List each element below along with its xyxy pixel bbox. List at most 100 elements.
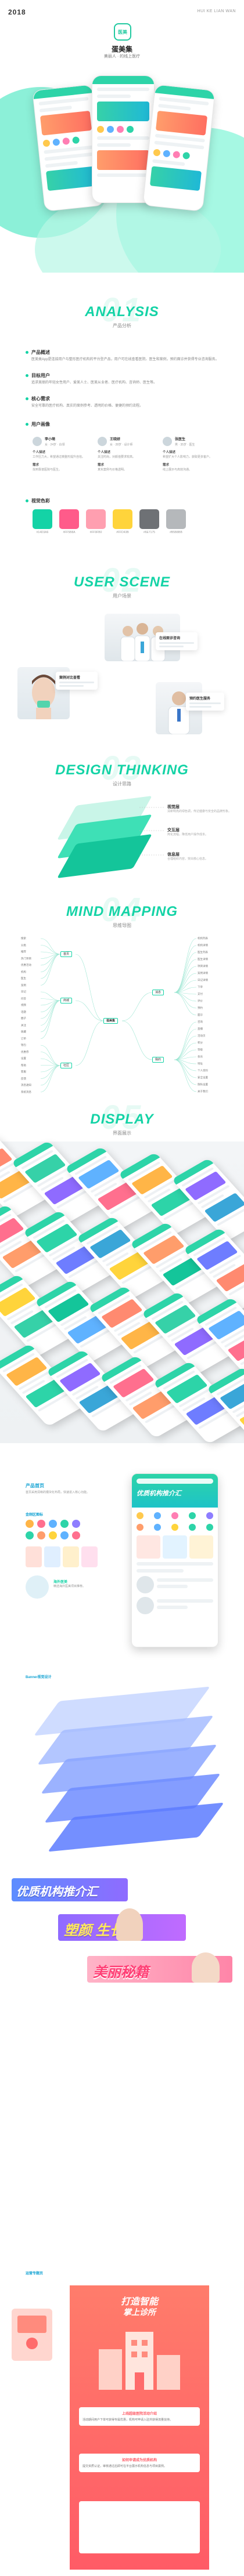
promo-text: 优质机构推介汇 [16, 1886, 98, 1899]
phone-mockup [142, 84, 216, 212]
section-title: USER SCENE [73, 574, 171, 590]
mind-map-leaf: 日记详情 [198, 979, 208, 981]
layer-label: 视觉层 [167, 805, 180, 809]
panel-desc: 精选海外医美项目推荐。 [53, 1585, 86, 1588]
mind-map-leaf: 热门项目 [21, 957, 31, 960]
mind-map-leaf: 医生列表 [198, 951, 208, 954]
feature-tile [26, 1546, 42, 1567]
mind-map-lines [40, 938, 197, 1092]
mind-map-leaf: 下单 [198, 986, 203, 988]
section-subtitle: 产品分析 [113, 323, 131, 328]
mind-map-branch: 我的 [152, 1057, 164, 1063]
persona-text: 关注时尚，对颜值要求较高。 [98, 455, 136, 459]
mind-map-leaf: 个人资料 [198, 1069, 208, 1072]
category-icon[interactable] [26, 1531, 34, 1539]
doctor-photo [156, 682, 202, 734]
mind-map-leaf: 消息通知 [21, 1084, 31, 1086]
app-logo-icon: 医美 [114, 23, 131, 41]
analysis-text: 安全可靠的医疗机构、真实的案例参考、透明的价格、便捷的预约流程。 [31, 404, 143, 408]
section-number: 01 [101, 291, 143, 329]
layer-label: 交互层 [167, 828, 180, 832]
category-icon[interactable] [72, 1531, 80, 1539]
category-icon[interactable] [37, 1531, 45, 1539]
mind-map-leaf: 案例 [21, 983, 26, 987]
mind-map: 蛋美集 首页 商城 社区 消息 我的 搜索分类推荐热门项目优惠活动机构医生案例日… [0, 934, 244, 1108]
promo-banner: 优质机构推介汇 [0, 1878, 244, 1901]
color-swatch: #FFD43B [113, 509, 132, 534]
category-icon[interactable] [37, 1520, 45, 1528]
mind-map-branch: 商城 [60, 998, 73, 1003]
mind-map-leaf: 隐私设置 [198, 1083, 208, 1086]
mind-map-leaf: 评价 [198, 999, 203, 1002]
mind-map-leaf: 钱包 [21, 1044, 26, 1046]
persona-text: 真实案例与价格透明。 [98, 468, 127, 472]
mind-map-leaf: 视频 [21, 1003, 26, 1006]
scene-card: 在线面诊咨询 [156, 632, 198, 650]
category-icon[interactable] [72, 1520, 80, 1528]
persona-text: 找到靠谱医院与医生。 [33, 468, 62, 472]
mind-map-leaf: 积分 [198, 1041, 203, 1044]
bullet-icon [26, 499, 28, 502]
panel-heading: 金刚区图标 [26, 1513, 44, 1517]
mind-map-branch: 社区 [60, 1063, 73, 1068]
section-subtitle: 用户场景 [113, 593, 131, 599]
category-icon[interactable] [26, 1520, 34, 1528]
analysis-block: 视觉色彩 [26, 498, 223, 504]
mind-map-leaf: 项目详情 [198, 965, 208, 968]
persona-card: 张医生男 · 35岁 · 医生 个人描述 希望扩大个人影响力，获取更多客户。 需… [163, 436, 218, 473]
mind-map-leaf: 话题 [21, 1010, 26, 1013]
ops-box-text: 提交资质认证，审核通过后即可在平台展示机构信息与项目案例。 [82, 2465, 167, 2468]
section-title: DISPLAY [90, 1111, 154, 1127]
overseas-image [26, 1575, 49, 1599]
persona-info: 女 · 28岁 · 设计师 [110, 443, 133, 447]
promo-text: 美丽秘籍 [93, 1965, 149, 1980]
section-title: ANALYSIS [85, 304, 159, 320]
ops-title: 打造智能 [120, 2297, 158, 2307]
swatch-color [113, 509, 132, 529]
category-icon[interactable] [49, 1531, 57, 1539]
persona-label: 需求 [98, 463, 105, 468]
analysis-block: 目标用户 追求美丽的年轻女性用户、爱美人士、医美从业者、医疗机构、咨询师、医生等… [26, 372, 223, 386]
persona-info: 男 · 35岁 · 医生 [175, 443, 195, 447]
mind-map-leaf: 等级 [198, 1048, 203, 1051]
city-illustration [99, 2332, 180, 2390]
ops-box-title: 上线超级医院活动介绍 [121, 2412, 157, 2416]
scene-card: 案例对比查看 [56, 672, 98, 690]
scene-card-title: 案例对比查看 [59, 676, 81, 680]
panel-desc: 首页采用清晰的模块化布局，快速进入核心功能。 [26, 1491, 90, 1494]
ops-page-mockup: 打造智能 掌上诊所 上线超级医院活动介绍 活动期间用户下单可获得专属优惠，机构可… [70, 2285, 209, 2570]
category-icon[interactable] [49, 1520, 57, 1528]
avatar [98, 437, 107, 446]
brand-slogan: 美丽人 · 的线上医疗 [103, 55, 141, 59]
section-number: 02 [101, 561, 143, 599]
category-icon[interactable] [60, 1520, 69, 1528]
analysis-heading: 用户画像 [31, 422, 50, 427]
scene-card: 预约医生服务 [186, 693, 224, 711]
color-swatch: #B5B8BB [166, 509, 186, 534]
persona-label: 个人描述 [98, 451, 111, 454]
section-title: DESIGN THINKING [55, 762, 189, 778]
section-title: MIND MAPPING [66, 904, 178, 919]
module-icons [26, 1531, 80, 1539]
layer-desc: 清新明亮的绿色调，传达健康与安全的品牌形象。 [167, 810, 232, 813]
mind-map-leaf: 安全设置 [198, 1076, 208, 1079]
ops-box-title: 如何申请成为优质机构 [121, 2459, 157, 2462]
ops-info-box: 如何申请成为优质机构 提交资质认证，审核通过后即可在平台展示机构信息与项目案例。 [79, 2454, 200, 2472]
mind-map-leaf: 地址 [198, 1062, 203, 1065]
mind-map-leaf: 医生 [21, 977, 26, 980]
analysis-heading: 核心需求 [31, 396, 50, 401]
display-showcase [0, 1135, 244, 1450]
persona-name: 张医生 [175, 438, 186, 441]
section-number: 04 [101, 891, 143, 929]
mind-map-center: 蛋美集 [103, 1018, 119, 1024]
hero-section: 2018 HUI KE LIAN WAN 医美 蛋美集 美丽人 · 的线上医疗 [0, 0, 244, 273]
scene-card-title: 在线面诊咨询 [159, 637, 181, 640]
analysis-heading: 产品概述 [31, 350, 50, 355]
ops-info-box [79, 2501, 200, 2553]
promo-banner: 塑颜 生长 [0, 1908, 244, 1941]
layer-desc: 合理组织内容，突出核心信息。 [167, 857, 209, 861]
bullet-icon [26, 423, 28, 426]
category-icon[interactable] [60, 1531, 69, 1539]
scene-card-title: 预约医生服务 [189, 697, 211, 701]
mind-map-branch: 消息 [152, 990, 164, 995]
